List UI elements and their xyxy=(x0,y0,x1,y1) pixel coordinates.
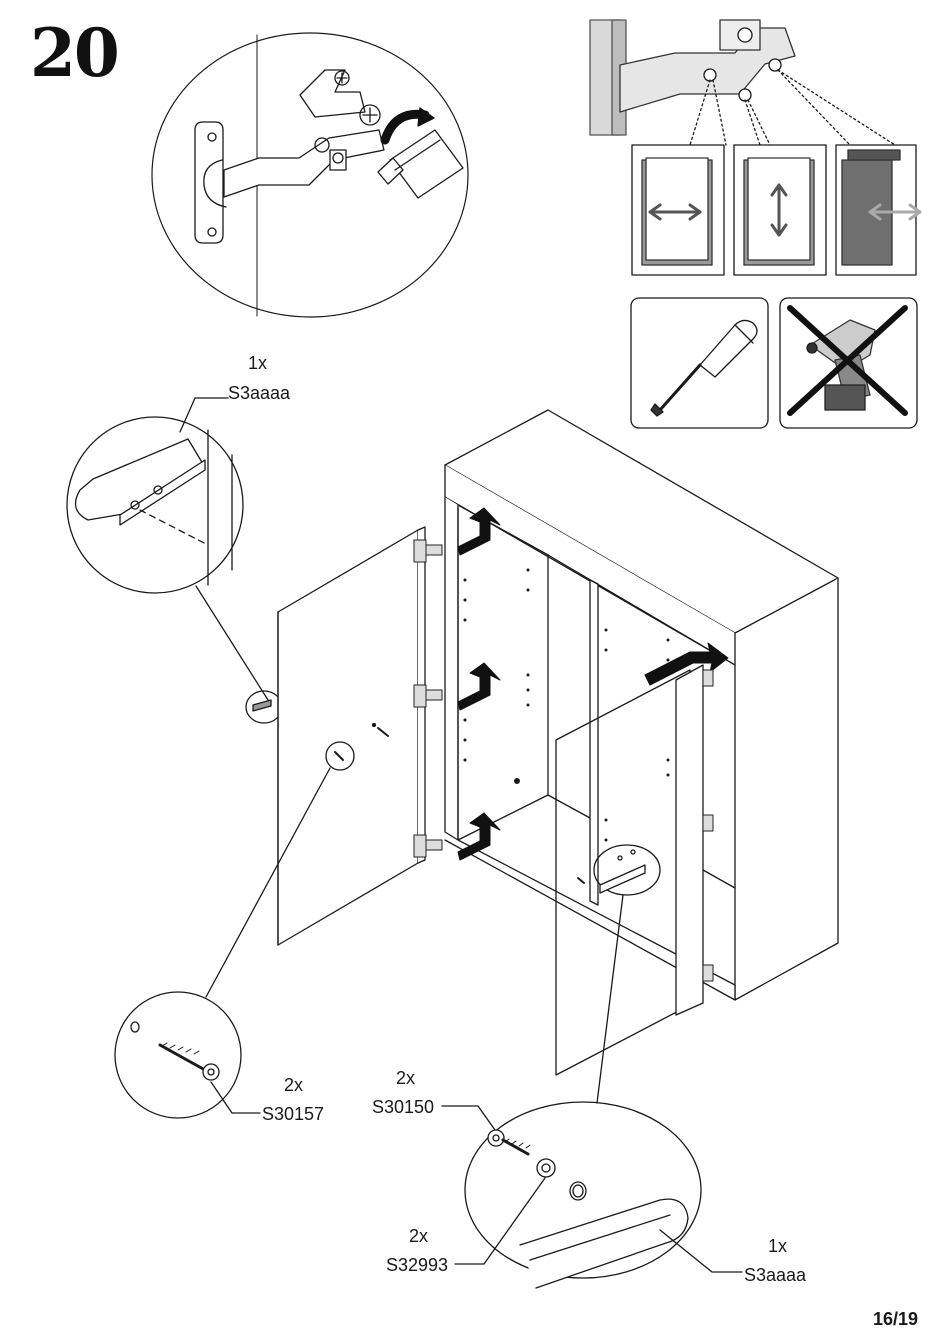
left-door xyxy=(206,527,442,997)
screw-left-qty: 2x xyxy=(284,1075,303,1095)
cabinet xyxy=(445,410,838,1000)
bottom-handle-code: S3aaaa xyxy=(744,1265,806,1285)
spacer-qty: 2x xyxy=(409,1226,428,1246)
top-handle-qty: 1x xyxy=(248,353,267,373)
screw-left-code: S30157 xyxy=(262,1104,324,1124)
handle-fitting-circle xyxy=(442,1102,742,1288)
handle-detail-circle xyxy=(67,398,282,723)
page-number: 16/19 xyxy=(873,1309,918,1330)
screw-right-code: S30150 xyxy=(372,1097,434,1117)
spacer-code: S32993 xyxy=(386,1255,448,1275)
screw-detail-circle xyxy=(115,992,260,1118)
screwdriver-icon xyxy=(631,298,768,428)
right-door xyxy=(556,665,713,1103)
hinge-detail-circle xyxy=(152,33,468,317)
bottom-handle-qty: 1x xyxy=(768,1236,787,1256)
drill-icon xyxy=(780,298,917,428)
screw-right-qty: 2x xyxy=(396,1068,415,1088)
hinge-adjustment-panel xyxy=(590,20,920,275)
top-handle-code: S3aaaa xyxy=(228,383,290,403)
